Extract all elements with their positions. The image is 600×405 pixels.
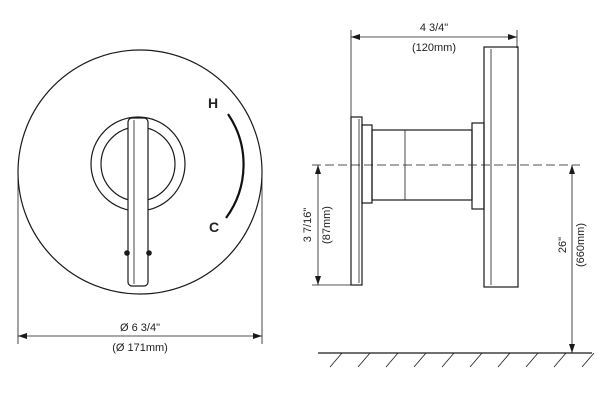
hatch-mark [469, 352, 483, 368]
arrowhead [18, 333, 27, 339]
arrowhead [351, 34, 360, 40]
arrowhead [315, 165, 321, 174]
front-view: H C Ø 6 3/4" (Ø 171mm) [17, 49, 263, 354]
hub-collar [361, 124, 373, 204]
hatch-mark [413, 352, 427, 368]
hatch-mark [385, 352, 399, 368]
set-screw [146, 250, 152, 256]
hatch-mark [497, 352, 511, 368]
arrowhead [569, 344, 575, 353]
trim-plate [483, 46, 519, 288]
set-screw [124, 250, 130, 256]
valve-flange [471, 122, 485, 210]
floor-hatching [329, 352, 595, 368]
hot-label: H [208, 95, 218, 111]
arrowhead [253, 333, 262, 339]
height-label-mm: (660mm) [575, 223, 587, 267]
temperature-arc [225, 113, 245, 219]
arrowhead [569, 165, 575, 174]
hatch-mark [441, 352, 455, 368]
hatch-mark [357, 352, 371, 368]
diameter-label-inch: Ø 6 3/4" [120, 322, 160, 334]
lever-handle [127, 117, 149, 287]
offset-label-mm: (87mm) [321, 206, 333, 244]
hatch-mark [581, 352, 595, 368]
depth-label-mm: (120mm) [412, 42, 456, 54]
hatch-mark [329, 352, 343, 368]
handle-profile [350, 116, 363, 286]
offset-label-inch: 3 7/16" [302, 208, 314, 243]
arrowhead [315, 276, 321, 285]
diameter-label-mm: (Ø 171mm) [112, 342, 168, 354]
depth-label-inch: 4 3/4" [420, 22, 448, 34]
hatch-mark [553, 352, 567, 368]
cold-label: C [209, 219, 219, 235]
height-label-inch: 26" [557, 237, 569, 253]
arrowhead [508, 34, 517, 40]
side-view: 4 3/4" (120mm) 3 7/16" (87mm) 26" (660mm… [302, 22, 595, 368]
hatch-mark [525, 352, 539, 368]
